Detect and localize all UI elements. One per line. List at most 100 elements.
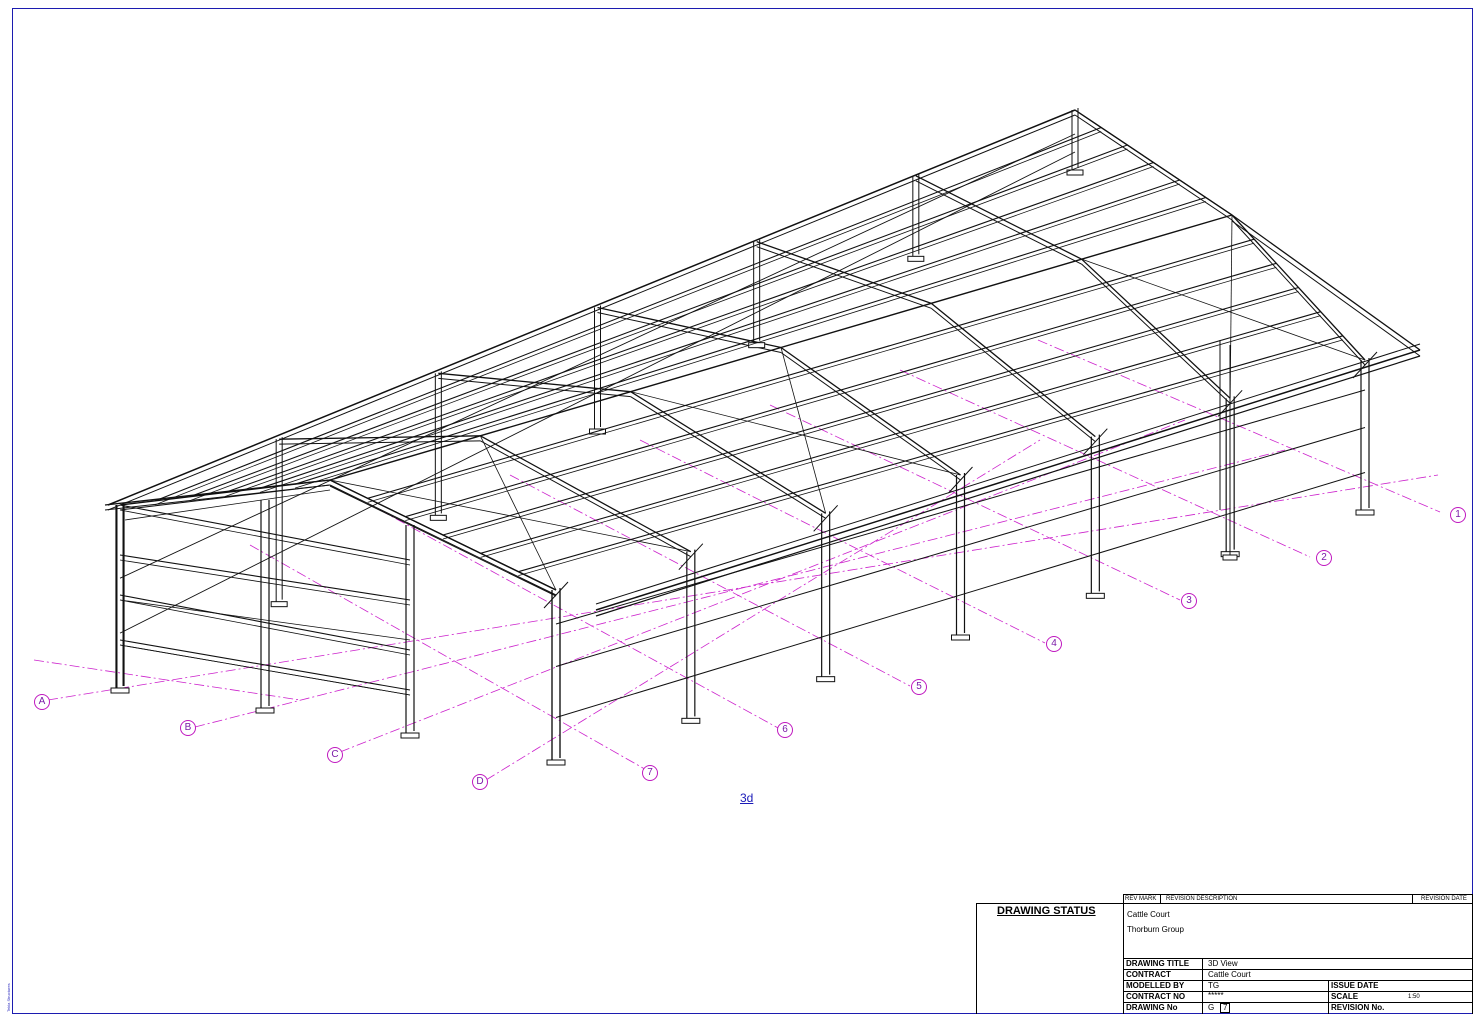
fields-table [1123, 958, 1473, 1014]
gridline-label-c: C [327, 747, 343, 763]
rafter [438, 377, 631, 398]
gable-rail [119, 559, 411, 606]
haunch [1082, 428, 1108, 456]
gridline-label-a: A [34, 694, 50, 710]
rafter [780, 352, 961, 481]
gridline-label-5: 5 [911, 679, 927, 695]
base-plate [429, 514, 447, 521]
project-line-2: Thorburn Group [1127, 925, 1184, 934]
gridline-6 [379, 509, 781, 730]
gridlines [33, 339, 1441, 781]
purlin [224, 161, 1154, 494]
purlin [405, 262, 1277, 518]
gridline-5 [509, 474, 911, 687]
purlin [224, 166, 1154, 497]
rafter [756, 246, 932, 309]
purlin [259, 183, 1180, 493]
modelled-by-label: MODELLED BY [1126, 981, 1185, 990]
gable-rail [119, 504, 411, 561]
eaves-beam-far [107, 109, 1076, 506]
purlin [442, 291, 1299, 540]
contract-label: CONTRACT [1126, 970, 1171, 979]
drawing-status-label: DRAWING STATUS [997, 905, 1096, 917]
purlin [367, 238, 1255, 499]
gridline-2 [899, 369, 1311, 558]
purlin [518, 335, 1343, 573]
side-rail-far [119, 133, 1076, 579]
base-plate [400, 732, 420, 739]
gridline-label-1: 1 [1450, 507, 1466, 523]
haunch [543, 581, 569, 609]
eaves-beam [595, 343, 1421, 605]
eaves-beam [595, 349, 1421, 611]
gable-rafter [104, 484, 331, 511]
haunch [678, 543, 704, 571]
base-plate [110, 687, 130, 694]
purlin [480, 311, 1321, 554]
roof-bracing [1081, 258, 1366, 361]
haunch [813, 504, 839, 532]
purlin [442, 286, 1299, 536]
gable-bracing [124, 489, 331, 521]
modelled-by-value: TG [1208, 981, 1220, 990]
gridline-label-6: 6 [777, 722, 793, 738]
gridline-label-d: D [472, 774, 488, 790]
gable-bracing [119, 599, 411, 641]
base-plate [951, 634, 970, 641]
issue-date-label: ISSUE DATE [1331, 981, 1379, 990]
side-rail [555, 472, 1366, 718]
drawing-status-box [976, 903, 1124, 1014]
gridline-label-2: 2 [1316, 550, 1332, 566]
gridline-b [194, 449, 1286, 728]
eaves-beam-far [107, 114, 1076, 511]
side-id-text: Tekla Structures [6, 983, 11, 1012]
rev-date-header: REVISION DATE [1421, 896, 1467, 902]
revision-no-label: REVISION No. [1331, 1003, 1385, 1012]
gable-rafter [329, 485, 557, 597]
revision-header-row [1123, 894, 1473, 904]
view-label[interactable]: 3d [740, 791, 754, 805]
contract-no-value: ***** [1208, 991, 1224, 1000]
contract-value: Cattle Court [1208, 970, 1251, 979]
rafter [931, 307, 1096, 443]
gridline-7 [249, 544, 651, 773]
rafter [630, 396, 826, 519]
scale-label: SCALE [1331, 992, 1359, 1001]
gable-rafter-far [1074, 109, 1233, 216]
gable-rail [119, 599, 411, 656]
purlin [154, 131, 1102, 506]
scale-value: 1:50 [1408, 994, 1420, 1000]
rafter [1231, 219, 1366, 366]
purlin [480, 315, 1321, 558]
rafter [1074, 114, 1233, 221]
sheet-border [12, 8, 1473, 1014]
gridline-c [339, 419, 1186, 753]
purlin [259, 179, 1180, 489]
roof-bracing [630, 391, 961, 476]
side-rail [555, 389, 1366, 625]
purlin [367, 242, 1255, 503]
gable-rail [119, 594, 411, 651]
gable-rail [119, 554, 411, 601]
side-rail-far [119, 151, 1076, 634]
steel-frame-structure [104, 108, 1421, 766]
roof-bracing [479, 435, 557, 591]
contract-no-label: CONTRACT NO [1126, 992, 1186, 1001]
gridline-label-7: 7 [642, 765, 658, 781]
purlin [294, 196, 1206, 485]
base-plate [748, 342, 766, 349]
drawing-no-label: DRAWING No [1126, 1003, 1178, 1012]
gridline-d [485, 439, 1041, 781]
purlin [294, 201, 1206, 489]
gridline-label-b: B [180, 720, 196, 736]
base-plate [907, 255, 925, 262]
base-plate [1355, 509, 1375, 516]
base-plate [816, 676, 836, 683]
base-plate [681, 717, 701, 724]
gable-rafter-far [1231, 220, 1421, 357]
drawing-title-value: 3D View [1208, 959, 1238, 968]
gable-bracing [119, 644, 411, 696]
side-rail [555, 427, 1366, 667]
